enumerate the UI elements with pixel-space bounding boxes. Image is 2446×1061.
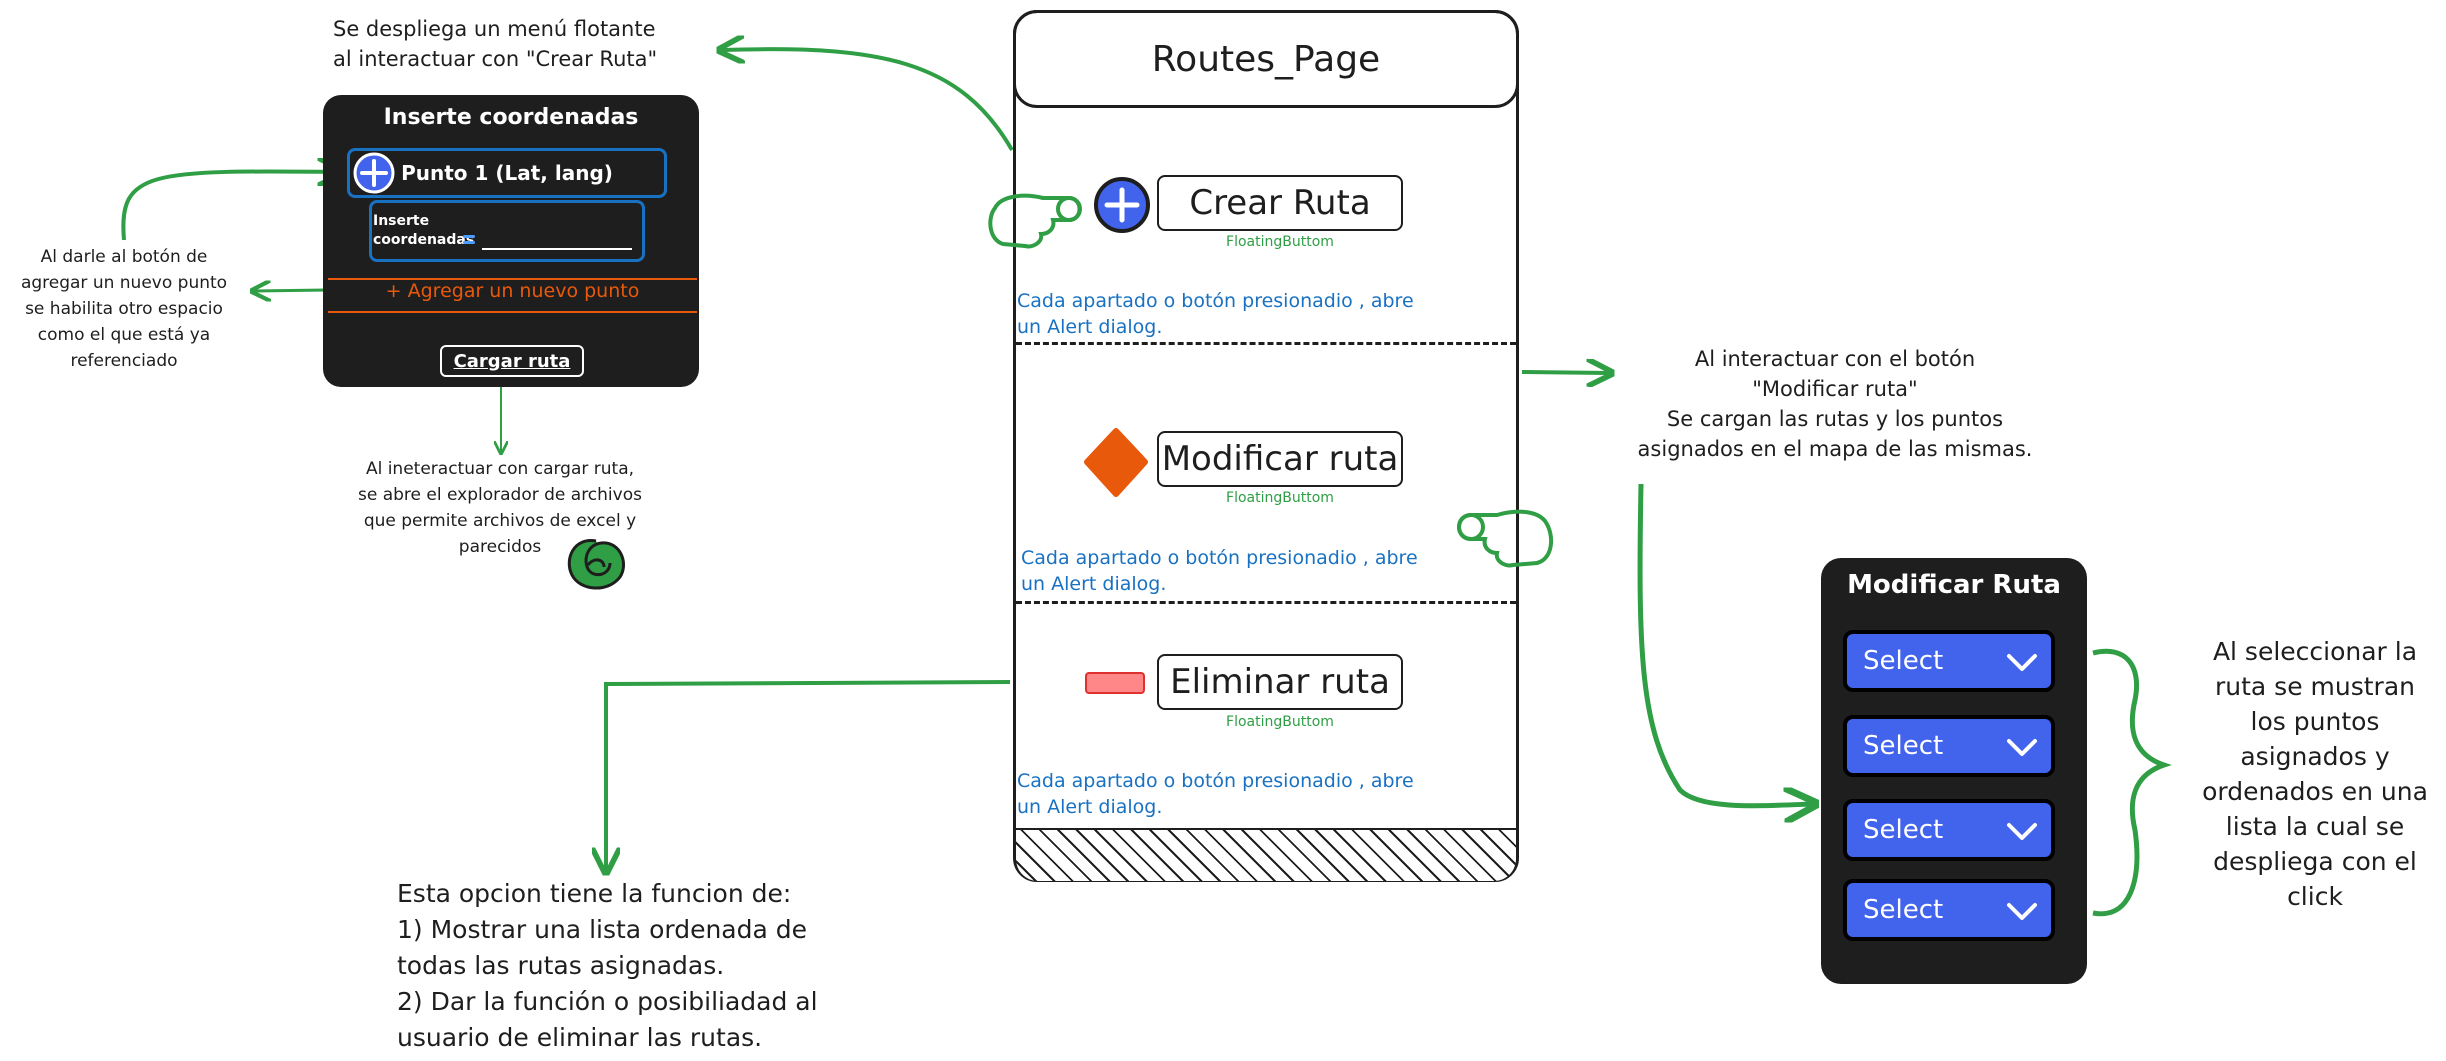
modify-route-title: Modificar Ruta <box>1847 570 2061 600</box>
chevron-down-icon <box>2007 823 2037 840</box>
add-point-note: Al darle al botón de agregar un nuevo pu… <box>20 247 228 371</box>
alert-dialog-note: Cada apartado o botón presionadio , abre… <box>1017 770 1414 818</box>
floating-button-tag: FloatingButtom <box>1226 234 1334 250</box>
divider-line <box>328 278 697 280</box>
bottom-hatched-bar <box>1016 828 1516 881</box>
plus-circle-icon <box>1094 177 1150 233</box>
page-title: Routes_Page <box>1013 10 1519 108</box>
coords-dialog <box>323 95 699 387</box>
orange-diamond-icon <box>1084 428 1148 497</box>
curly-brace <box>2092 648 2172 917</box>
arrow-to-floating-menu-note <box>722 49 1014 152</box>
route-select[interactable]: Select <box>1843 799 2055 861</box>
arrow-to-delete-note <box>606 680 1011 870</box>
select-points-note: Al seleccionar la ruta se mustran los pu… <box>2202 637 2428 911</box>
divider-line <box>328 311 697 313</box>
coord-input-box[interactable] <box>369 200 645 262</box>
floating-menu-note: Se despliega un menú flotante al interac… <box>333 17 658 71</box>
red-rect-icon <box>1085 672 1145 694</box>
select-label: Select <box>1863 895 1944 925</box>
modify-route-note: Al interactuar con el botón "Modificar r… <box>1637 347 2033 461</box>
arrow-to-point-row <box>121 171 340 241</box>
cargar-ruta-button[interactable]: Cargar ruta <box>440 345 584 377</box>
modificar-ruta-button[interactable]: Modificar ruta <box>1157 431 1403 487</box>
section-divider <box>1016 342 1516 345</box>
route-select[interactable]: Select <box>1843 879 2055 941</box>
pointing-hand-icon <box>1457 509 1554 568</box>
load-route-note: Al ineteractuar con cargar ruta, se abre… <box>358 459 642 557</box>
pointing-hand-icon <box>988 193 1082 249</box>
select-label: Select <box>1863 815 1944 845</box>
add-point-button[interactable]: + Agregar un nuevo punto <box>385 280 640 302</box>
coords-dialog-title: Inserte coordenadas <box>383 105 639 130</box>
route-select[interactable]: Select <box>1843 715 2055 777</box>
chevron-down-icon <box>2007 739 2037 756</box>
section-divider <box>1016 601 1516 604</box>
arrow-to-modify-panel <box>1637 483 1812 806</box>
coord-input-line <box>482 248 632 250</box>
select-label: Select <box>1863 731 1944 761</box>
alert-dialog-note: Cada apartado o botón presionadio , abre… <box>1021 547 1418 595</box>
route-select[interactable]: Select <box>1843 630 2055 692</box>
plus-circle-icon[interactable] <box>352 151 396 195</box>
arrow-to-add-point-note <box>254 290 328 291</box>
point-1-row[interactable]: Punto 1 (Lat, lang) <box>347 148 667 198</box>
chevron-down-icon <box>2007 654 2037 671</box>
floating-button-tag: FloatingButtom <box>1226 714 1334 730</box>
excel-file-icon <box>567 539 625 590</box>
chevron-down-icon <box>2007 903 2037 920</box>
eliminar-ruta-button[interactable]: Eliminar ruta <box>1157 654 1403 710</box>
delete-function-note: Esta opcion tiene la funcion de: 1) Most… <box>397 879 818 1052</box>
floating-button-tag: FloatingButtom <box>1226 490 1334 506</box>
alert-dialog-note: Cada apartado o botón presionadio , abre… <box>1017 290 1414 338</box>
select-label: Select <box>1863 646 1944 676</box>
crear-ruta-button[interactable]: Crear Ruta <box>1157 175 1403 231</box>
arrow-to-modify-note <box>1521 372 1609 373</box>
equals-icon <box>463 235 475 244</box>
coord-field-label: Inserte coordenadas <box>373 213 475 248</box>
point-1-label: Punto 1 (Lat, lang) <box>401 161 613 185</box>
